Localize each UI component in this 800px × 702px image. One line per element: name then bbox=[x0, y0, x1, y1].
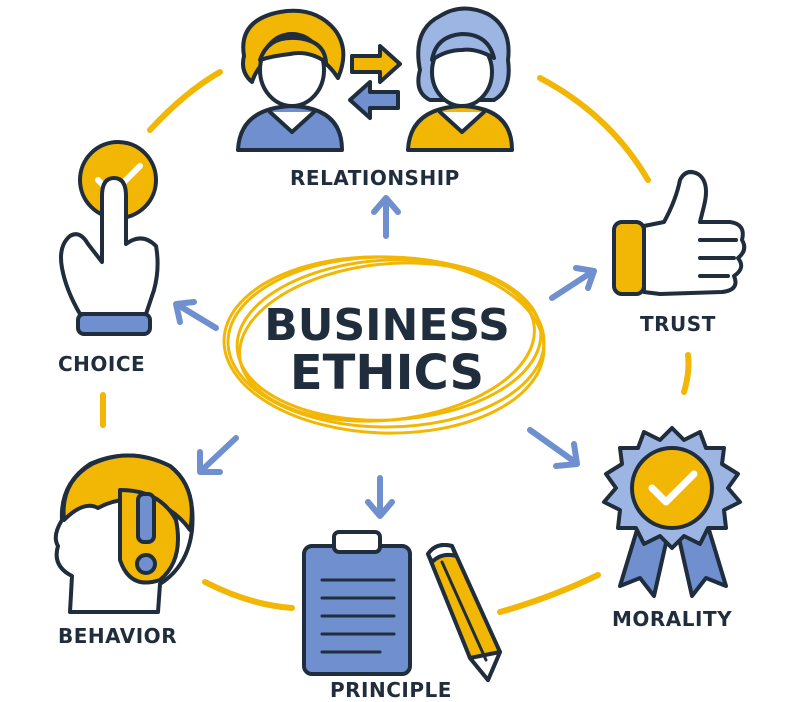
label-relationship: RELATIONSHIP bbox=[290, 166, 460, 190]
label-morality: MORALITY bbox=[612, 607, 733, 631]
head-exclamation-icon bbox=[53, 453, 195, 614]
arrow-to-choice bbox=[173, 299, 219, 331]
title-line-1: BUSINESS bbox=[264, 300, 510, 351]
arrow-to-behavior bbox=[197, 435, 239, 475]
title-line-2: ETHICS bbox=[289, 345, 485, 401]
pointing-hand-check-icon bbox=[59, 140, 160, 336]
outer-circle bbox=[100, 69, 692, 615]
arrow-to-relationship bbox=[371, 195, 401, 239]
label-choice: CHOICE bbox=[58, 352, 146, 376]
two-people-exchange-icon bbox=[236, 6, 514, 152]
arrows bbox=[173, 195, 597, 519]
label-behavior: BEHAVIOR bbox=[58, 624, 178, 648]
label-principle: PRINCIPLE bbox=[330, 678, 452, 702]
arrow-to-principle bbox=[365, 475, 395, 519]
clipboard-pencil-icon bbox=[302, 530, 502, 682]
center-scribble-circle bbox=[222, 255, 546, 435]
arrow-to-trust bbox=[549, 265, 597, 301]
label-trust: TRUST bbox=[640, 312, 716, 336]
thumbs-up-icon bbox=[612, 170, 747, 296]
arrow-to-morality bbox=[527, 427, 580, 469]
award-badge-check-icon bbox=[602, 426, 742, 598]
